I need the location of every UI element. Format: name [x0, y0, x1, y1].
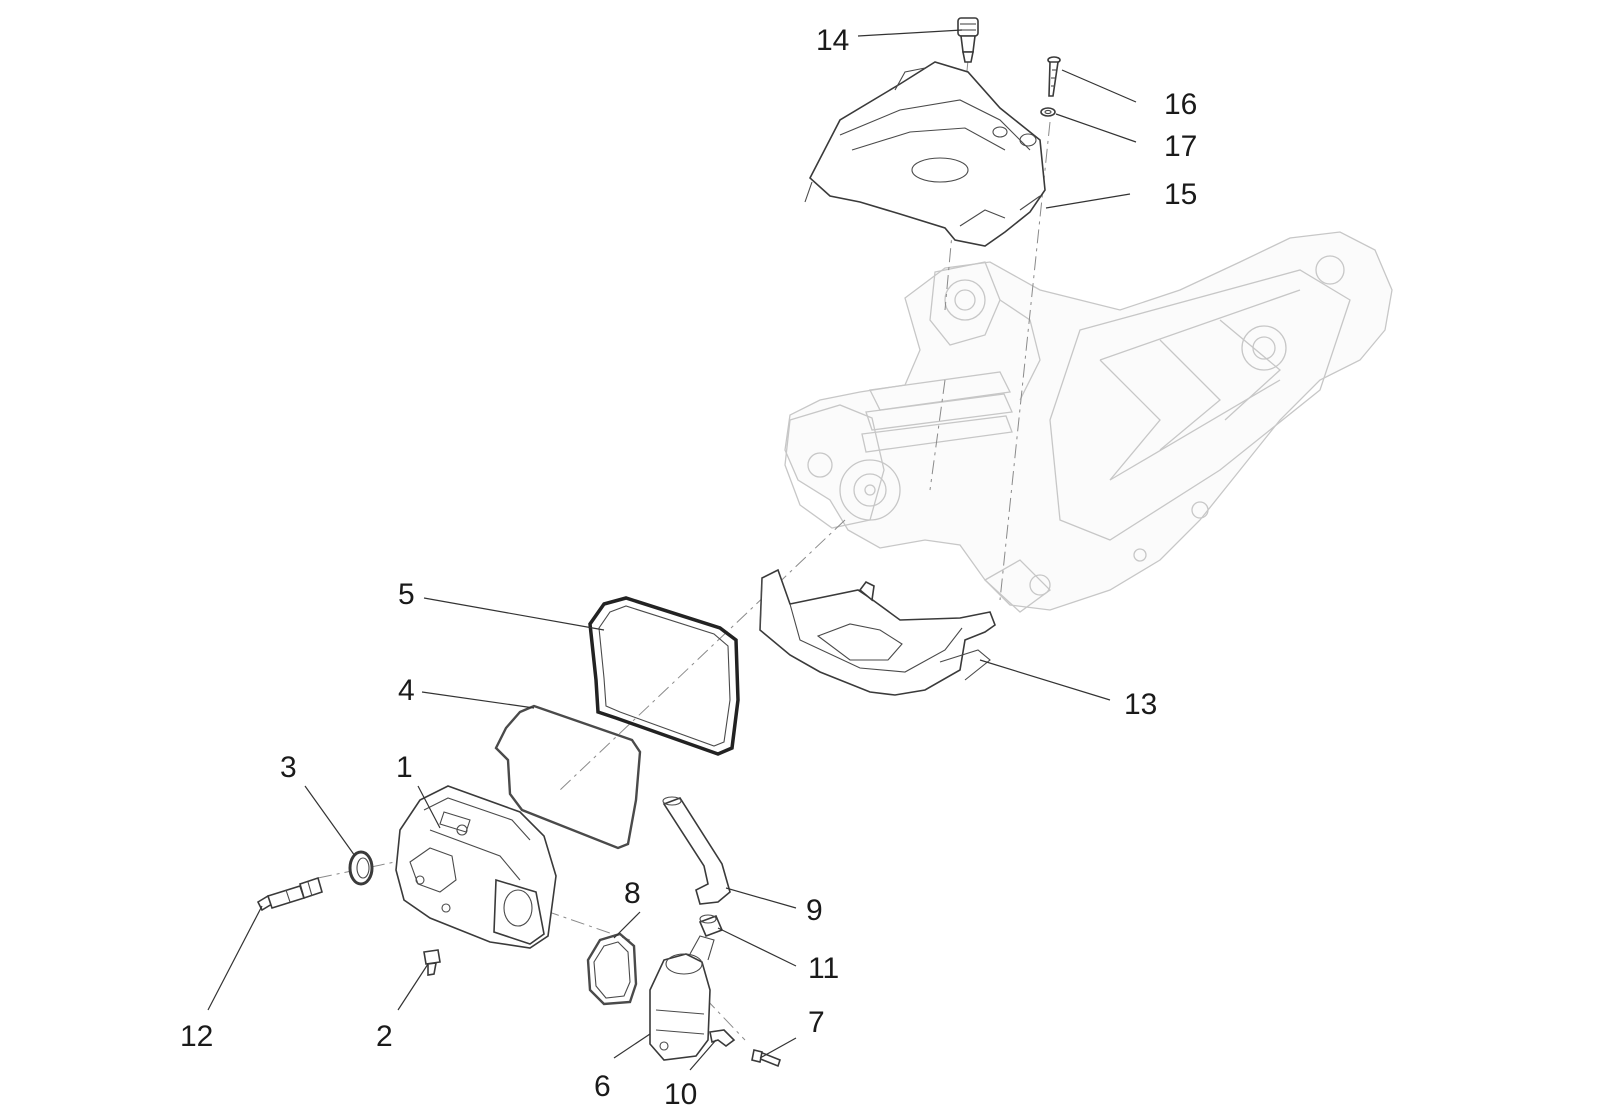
leader-4	[421, 691, 535, 709]
leader-5	[423, 597, 605, 631]
leader-7	[759, 1037, 797, 1059]
leader-12	[207, 905, 263, 1011]
leader-10	[689, 1039, 717, 1071]
callout-10: 10	[664, 1078, 697, 1107]
leader-14	[857, 29, 963, 37]
part-12-spark-plug	[256, 876, 323, 912]
part-7-screw	[751, 1049, 781, 1068]
part-8-o-ring	[586, 932, 638, 1006]
callout-1: 1	[396, 751, 413, 784]
leader-15	[1045, 193, 1131, 209]
callout-9: 9	[806, 894, 823, 927]
callout-2: 2	[376, 1020, 393, 1053]
leader-17	[1055, 113, 1137, 143]
leader-8	[613, 911, 641, 939]
callout-12: 12	[180, 1020, 213, 1053]
part-14-sensor	[957, 17, 979, 63]
part-17-washer	[1040, 107, 1056, 117]
callout-5: 5	[398, 578, 415, 611]
part-4-gasket	[494, 704, 642, 850]
leader-9	[725, 887, 797, 909]
callout-11: 11	[808, 952, 839, 985]
callout-15: 15	[1164, 178, 1197, 211]
callout-14: 14	[816, 24, 849, 57]
part-5-cover-gasket	[588, 596, 740, 756]
part-10-clip	[709, 1029, 736, 1047]
leader-13	[979, 659, 1111, 701]
part-2-bolt	[423, 949, 441, 976]
part-13-lower-bracket	[759, 568, 996, 696]
callout-13: 13	[1124, 688, 1157, 721]
callout-17: 17	[1164, 130, 1197, 163]
leader-3	[304, 785, 356, 857]
part-16-screw	[1047, 56, 1061, 97]
part-15-engine-cover	[804, 61, 1046, 247]
leader-1	[417, 785, 441, 829]
leader-6	[613, 1033, 651, 1059]
callout-7: 7	[808, 1006, 825, 1039]
leader-16	[1061, 69, 1137, 103]
leader-11	[717, 927, 797, 967]
callout-3: 3	[280, 751, 297, 784]
engine-crankcase-ghost	[784, 231, 1393, 613]
callout-4: 4	[398, 674, 415, 707]
callout-16: 16	[1164, 88, 1197, 121]
assembly-axes	[317, 59, 1051, 1041]
part-6-breather	[649, 935, 715, 1061]
callout-labels: 1 2 3 4 5 6 7 8 9 10 11 12 13 14 15 16 1…	[180, 24, 1197, 1107]
callout-8: 8	[624, 877, 641, 910]
leader-2	[397, 963, 429, 1011]
callout-6: 6	[594, 1070, 611, 1103]
leader-lines	[207, 29, 1137, 1071]
part-9-hose	[662, 796, 731, 905]
part-11-sleeve	[698, 914, 724, 938]
part-1-cylinder-head-cover	[395, 785, 557, 949]
part-3-seal-ring	[348, 850, 374, 886]
